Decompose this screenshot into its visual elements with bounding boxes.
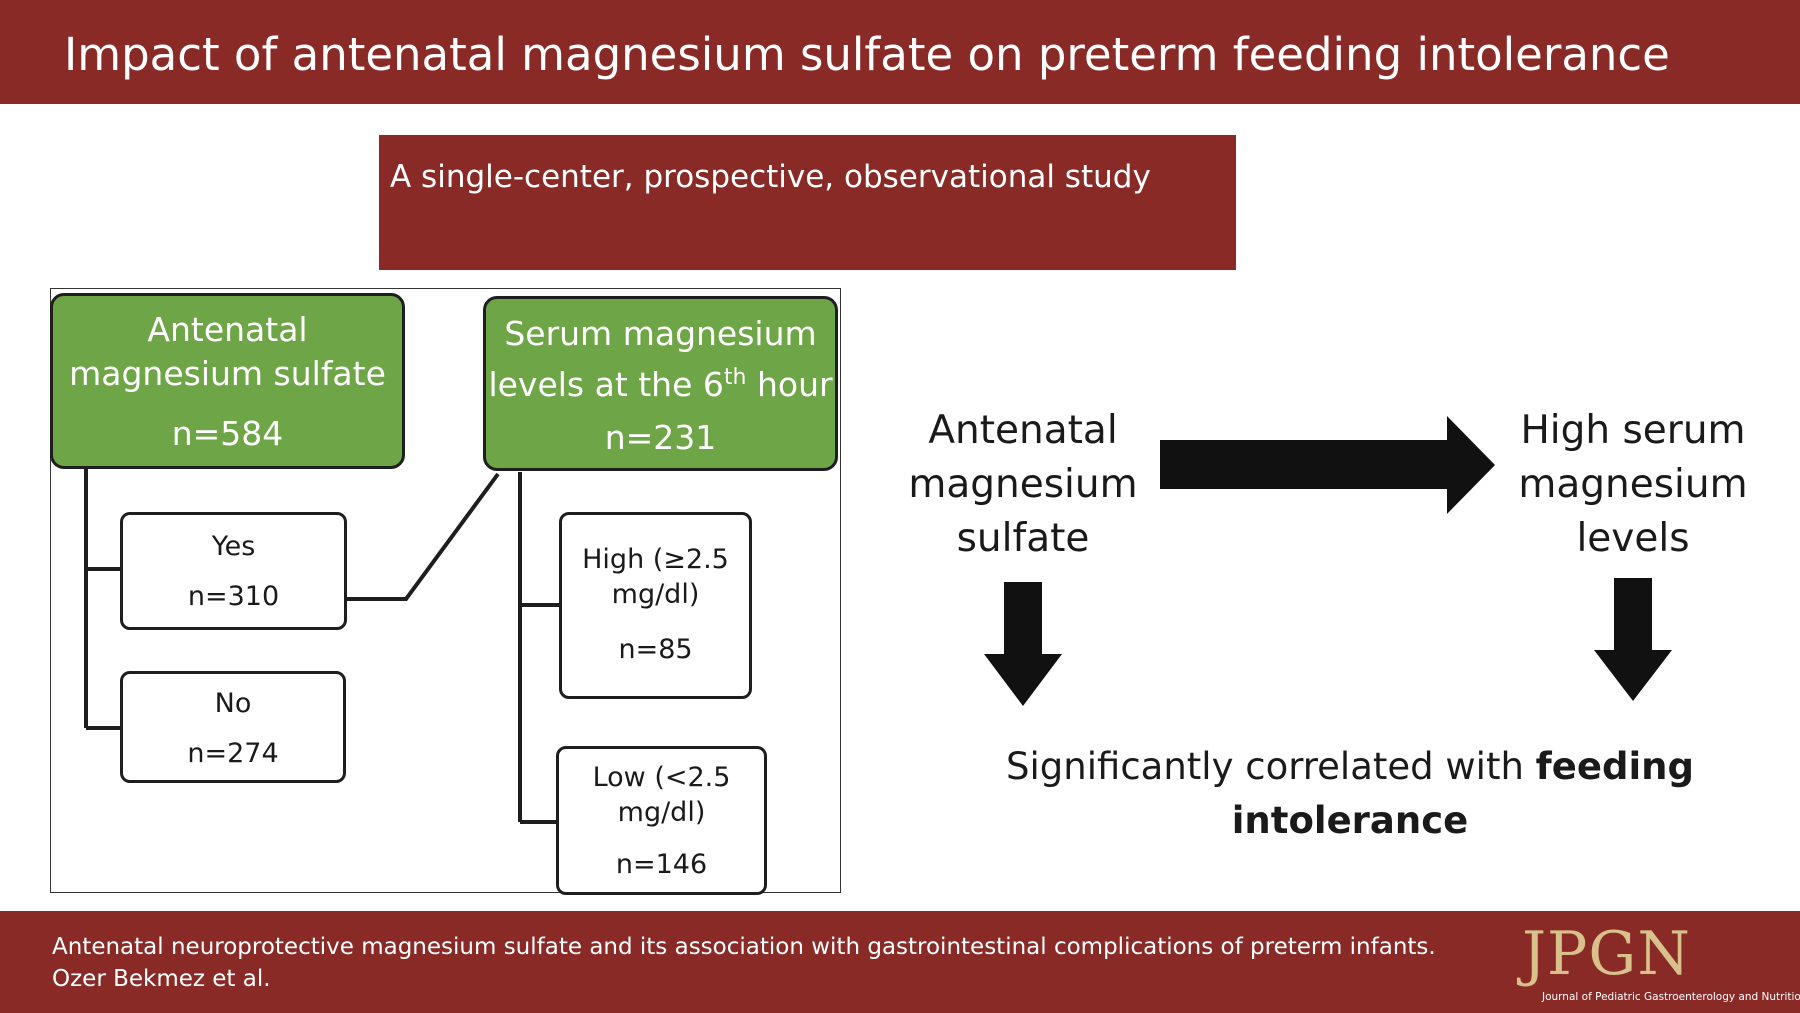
antenatal-mgso4-box: Antenatal magnesium sulfate n=584	[50, 293, 405, 469]
right-arrow-icon	[1160, 416, 1495, 514]
serum-box-line2-suffix: hour	[746, 365, 833, 404]
antenatal-box-count: n=584	[171, 414, 284, 453]
serum-box-line2-prefix: levels at the 6	[488, 365, 724, 404]
conclusion-prefix: Significantly correlated with	[1006, 745, 1536, 788]
down-arrow-left-icon	[984, 582, 1062, 706]
low-box-count: n=146	[615, 849, 708, 880]
summary-high-serum-text: High serum magnesium levels	[1503, 404, 1763, 566]
high-box-count: n=85	[618, 634, 693, 665]
serum-box-line2-sup: th	[723, 365, 747, 390]
low-serum-box: Low (<2.5 mg/dl) n=146	[556, 746, 767, 895]
serum-box-count: n=231	[604, 418, 717, 457]
journal-logo: JPGN Journal of Pediatric Gastroenterolo…	[1520, 919, 1800, 1005]
summary-left-line2: magnesium	[908, 462, 1138, 507]
jpgn-logo-subtitle: Journal of Pediatric Gastroenterology an…	[1542, 991, 1800, 1003]
no-box-count: n=274	[187, 738, 279, 769]
flowchart-frame	[50, 288, 841, 893]
high-box-line1: High (≥2.5	[582, 544, 729, 575]
yes-box: Yes n=310	[120, 512, 347, 630]
no-box-label: No	[214, 688, 252, 719]
study-design-box: A single-center, prospective, observatio…	[379, 135, 1236, 270]
footer-banner: Antenatal neuroprotective magnesium sulf…	[0, 911, 1800, 1013]
antenatal-box-line2: magnesium sulfate	[69, 354, 386, 393]
conclusion-text: Significantly correlated with feeding in…	[950, 740, 1750, 848]
study-design-text: A single-center, prospective, observatio…	[390, 159, 1151, 195]
low-box-line2: mg/dl)	[617, 797, 706, 828]
antenatal-box-line1: Antenatal	[147, 310, 308, 349]
high-serum-box: High (≥2.5 mg/dl) n=85	[559, 512, 752, 699]
jpgn-logo-mark: JPGN	[1522, 919, 1691, 989]
summary-left-line3: sulfate	[956, 516, 1090, 561]
summary-right-line3: levels	[1576, 516, 1690, 561]
down-arrow-right-icon	[1594, 578, 1672, 701]
serum-box-line2: levels at the 6th hour	[486, 356, 835, 407]
conclusion-bold-intolerance: intolerance	[1231, 799, 1469, 842]
low-box-line1: Low (<2.5	[592, 762, 731, 793]
header-banner: Impact of antenatal magnesium sulfate on…	[0, 0, 1800, 104]
conclusion-bold-feeding: feeding	[1535, 745, 1694, 788]
summary-right-line2: magnesium	[1518, 462, 1748, 507]
summary-antenatal-text: Antenatal magnesium sulfate	[893, 404, 1153, 566]
yes-box-count: n=310	[187, 581, 280, 612]
citation-text: Antenatal neuroprotective magnesium sulf…	[52, 934, 1436, 992]
yes-to-serum-line	[345, 472, 500, 601]
high-box-line2: mg/dl)	[611, 579, 700, 610]
yes-box-label: Yes	[211, 531, 256, 562]
summary-left-line1: Antenatal	[928, 408, 1118, 453]
serum-magnesium-box: Serum magnesium levels at the 6th hour n…	[483, 296, 838, 471]
page-title: Impact of antenatal magnesium sulfate on…	[64, 28, 1670, 81]
summary-right-line1: High serum	[1520, 408, 1746, 453]
no-box: No n=274	[120, 671, 346, 783]
serum-box-line1: Serum magnesium	[504, 314, 817, 353]
